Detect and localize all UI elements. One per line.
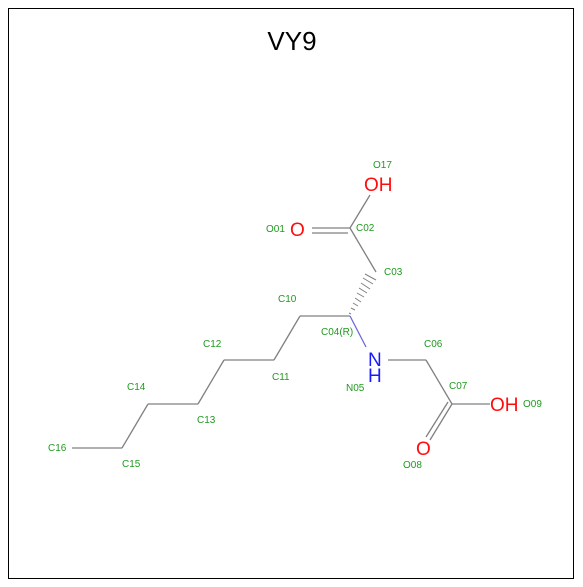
atom-label-c04: C04(R) xyxy=(321,327,353,338)
nitrogen-hydrogen-symbol: H xyxy=(368,366,382,387)
heteroatoms: OH O N H OH O xyxy=(290,175,519,460)
bond-c12-c13 xyxy=(197,359,225,405)
atom-label-c02: C02 xyxy=(356,223,375,234)
oxygen-symbol-o08: O xyxy=(416,439,431,460)
bond-c04-n05 xyxy=(349,315,367,348)
atom-label-c14: C14 xyxy=(127,382,146,393)
nitrogen-symbol-n05: N xyxy=(368,350,382,371)
oxygen-symbol-o09: OH xyxy=(490,395,519,416)
hashed-wedge-c04-c03 xyxy=(348,273,377,315)
oxygen-symbol-o01: O xyxy=(290,220,305,241)
bond-c07-o08-a xyxy=(429,403,453,441)
oxygen-symbol-o17: OH xyxy=(364,175,393,196)
atom-label-c11: C11 xyxy=(272,372,290,383)
atom-label-c06: C06 xyxy=(424,339,443,350)
bond-c02-c03 xyxy=(349,227,377,273)
atom-label-c16: C16 xyxy=(48,443,67,454)
diagram-title: VY9 xyxy=(267,26,316,56)
atom-label-o09: O09 xyxy=(523,399,542,410)
diagram-frame xyxy=(8,8,574,579)
atom-label-c13: C13 xyxy=(197,415,216,426)
atom-label-n05: N05 xyxy=(346,383,365,394)
atom-label-c10: C10 xyxy=(278,294,297,305)
bonds xyxy=(72,194,490,449)
bond-c10-c11 xyxy=(273,315,301,361)
bond-c06-c07 xyxy=(425,359,453,405)
atom-label-c15: C15 xyxy=(122,459,141,470)
atom-label-o17: O17 xyxy=(373,160,392,171)
atom-label-c12: C12 xyxy=(203,339,222,350)
bond-c07-o08-b xyxy=(425,401,449,438)
atom-label-c03: C03 xyxy=(384,267,403,278)
bond-c14-c15 xyxy=(121,403,149,449)
atom-labels: O17 O01 C02 C03 C10 C04(R) C06 C12 C11 N… xyxy=(48,160,542,471)
atom-label-c07: C07 xyxy=(449,381,468,392)
bond-c02-o17 xyxy=(349,194,371,229)
atom-label-o08: O08 xyxy=(403,460,422,471)
atom-label-o01: O01 xyxy=(266,224,285,235)
